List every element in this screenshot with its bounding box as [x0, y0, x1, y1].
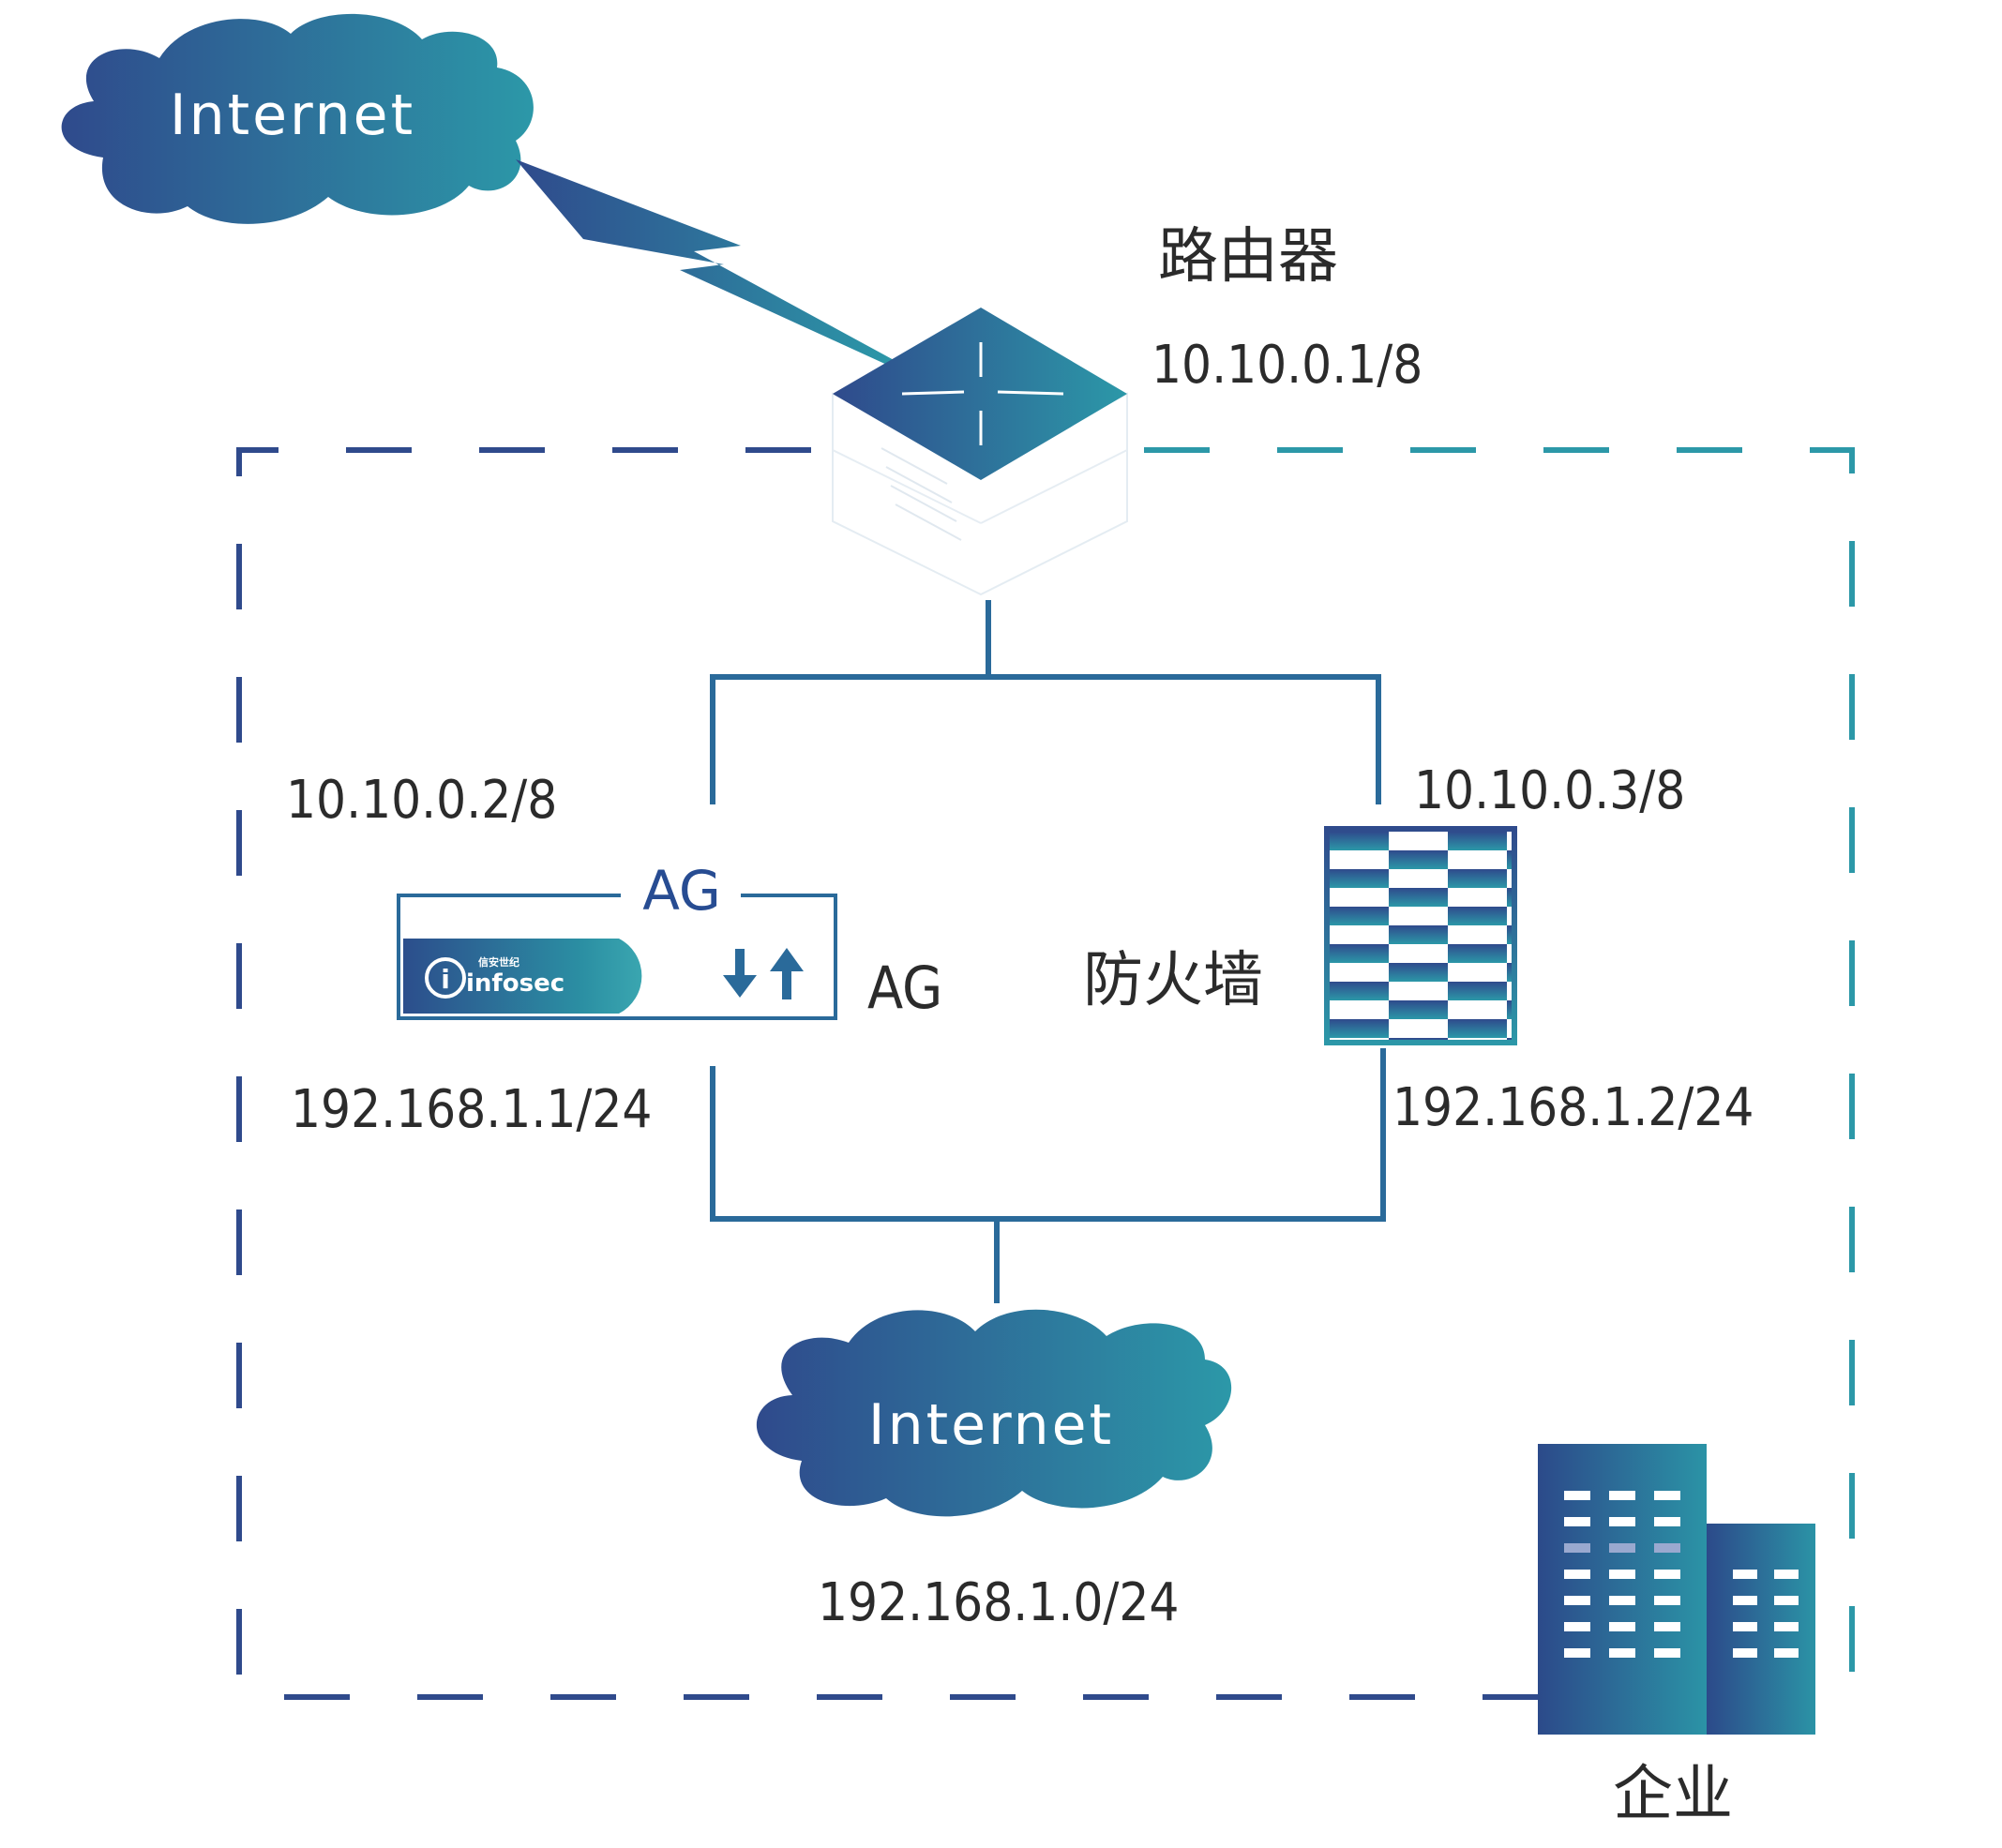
svg-text:i: i	[441, 964, 450, 995]
wan-link-lightning	[516, 159, 896, 366]
internet-label-top: Internet	[170, 83, 415, 148]
ag-device: i infosec 信安世纪	[397, 894, 837, 1020]
router-label: 路由器	[1158, 222, 1338, 292]
ag-wan-ip: 10.10.0.2/8	[286, 770, 557, 831]
router-icon	[832, 308, 1128, 596]
firewall-label: 防火墙	[1083, 946, 1263, 1015]
downlink-lines	[710, 1048, 1386, 1303]
svg-text:信安世纪: 信安世纪	[478, 955, 519, 969]
building-icon	[1538, 1444, 1815, 1735]
internet-cloud-bottom: Internet	[756, 1309, 1232, 1517]
ag-side-label: AG	[867, 954, 942, 1022]
lan-subnet-label: 192.168.1.0/24	[818, 1572, 1179, 1633]
infosec-logo: i infosec 信安世纪	[425, 955, 564, 999]
firewall-wan-ip: 10.10.0.3/8	[1414, 760, 1685, 821]
cloud-icon	[756, 1309, 1232, 1517]
svg-text:infosec: infosec	[466, 969, 564, 998]
firewall-icon	[1324, 826, 1517, 1045]
cloud-icon	[61, 13, 534, 224]
uplink-lines	[710, 600, 1381, 804]
ag-lan-ip: 192.168.1.1/24	[291, 1079, 652, 1140]
enterprise-label: 企业	[1613, 1760, 1733, 1829]
internet-cloud-top: Internet	[61, 13, 534, 224]
router-ip: 10.10.0.1/8	[1152, 335, 1422, 396]
internet-label-bottom: Internet	[868, 1392, 1114, 1458]
firewall-lan-ip: 192.168.1.2/24	[1392, 1077, 1754, 1138]
up-down-arrows-icon	[723, 948, 804, 999]
ag-box-label: AG	[642, 859, 721, 923]
